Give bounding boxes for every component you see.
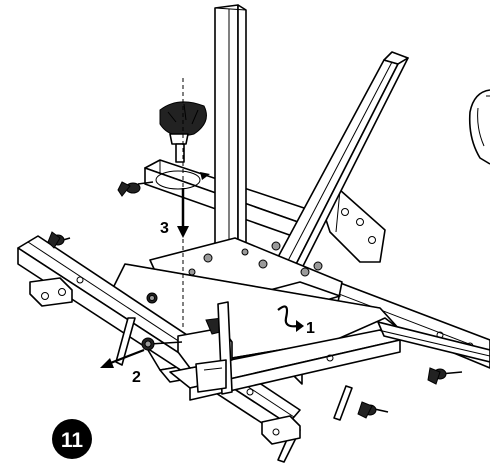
diagonal-upright-post — [269, 51, 409, 281]
left-rail-knob — [47, 231, 71, 249]
right-end-bracket — [261, 415, 301, 445]
rear-left-knob — [117, 181, 154, 197]
seat-handle-partial — [468, 89, 490, 165]
step-number: 11 — [61, 429, 84, 452]
rotation-arrow-3 — [155, 170, 210, 190]
locking-knob — [159, 101, 207, 163]
right-knob-lower — [357, 401, 389, 419]
pull-pin — [141, 337, 183, 351]
down-arrow-3 — [177, 188, 189, 238]
left-rail-bracket — [29, 277, 73, 307]
pull-arrow-2 — [100, 348, 145, 368]
curved-arrow-1 — [277, 305, 304, 332]
callout-label-2: 2 — [132, 369, 141, 386]
right-side-tube — [377, 321, 490, 363]
callout-label-1: 1 — [306, 320, 315, 337]
vertical-upright-post — [214, 4, 247, 265]
callout-label-3: 3 — [160, 220, 169, 237]
step-number-badge: 11 — [52, 419, 92, 459]
right-knob-upper — [427, 367, 463, 385]
pivot-knob — [146, 292, 158, 304]
front-clamp-assembly — [177, 301, 233, 395]
